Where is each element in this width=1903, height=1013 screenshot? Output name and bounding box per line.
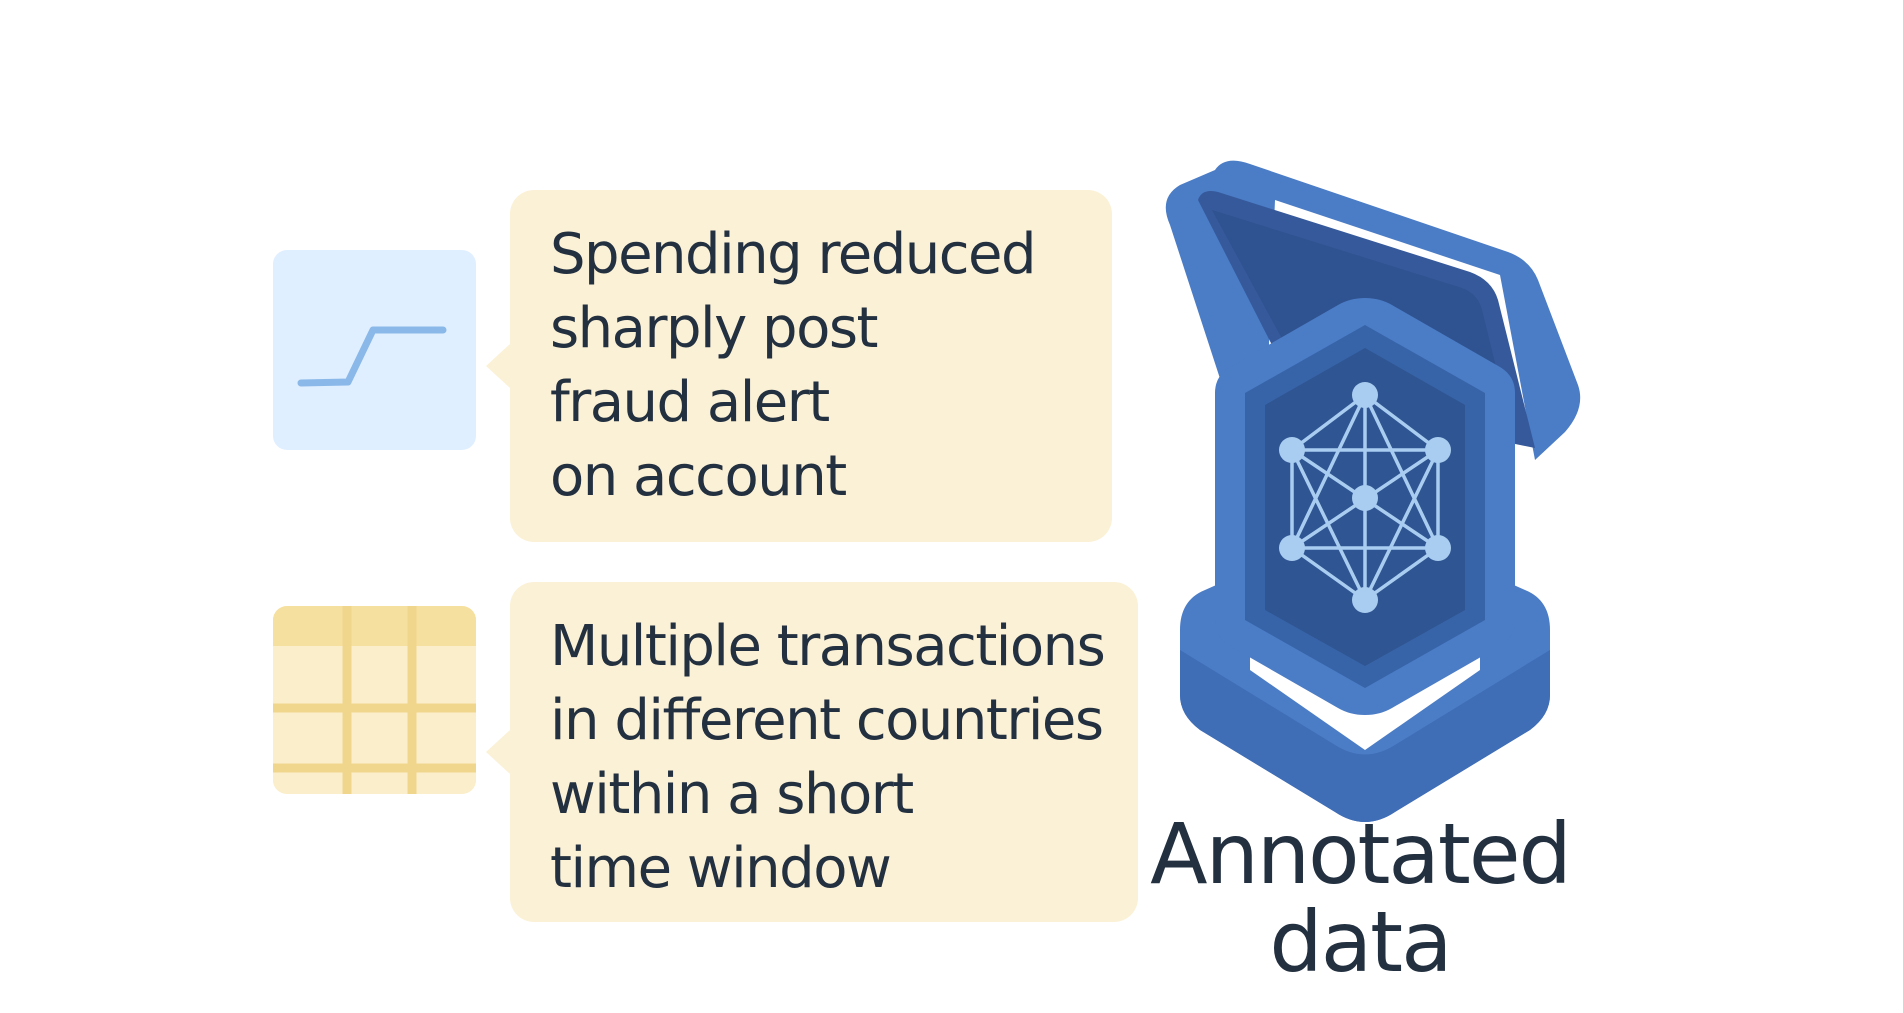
caption-line: data	[1269, 893, 1452, 991]
bubble-text-line: time window	[550, 836, 892, 901]
bubble-text-line: fraud alert	[550, 370, 830, 435]
trend-card	[273, 250, 476, 450]
step-trend-line-icon	[297, 326, 447, 387]
bubble-text-line: sharply post	[550, 296, 879, 361]
bubble-text-line: on account	[550, 444, 847, 509]
grid-card	[273, 606, 476, 794]
grid-table-icon	[273, 606, 476, 794]
bubble-text-line: Spending reduced	[550, 222, 1037, 287]
speech-bubble-spending: Spending reduced sharply post fraud aler…	[486, 190, 1112, 542]
bubble-text-line: in different countries	[550, 688, 1104, 753]
caption-line: Annotated	[1150, 805, 1572, 903]
open-case-network-icon	[1165, 160, 1581, 822]
annotated-data-caption: Annotated data	[1120, 810, 1600, 986]
bubble-text-line: within a short	[550, 762, 914, 827]
speech-bubble-transactions: Multiple transactions in different count…	[486, 582, 1138, 922]
bubble-text-line: Multiple transactions	[550, 614, 1106, 679]
